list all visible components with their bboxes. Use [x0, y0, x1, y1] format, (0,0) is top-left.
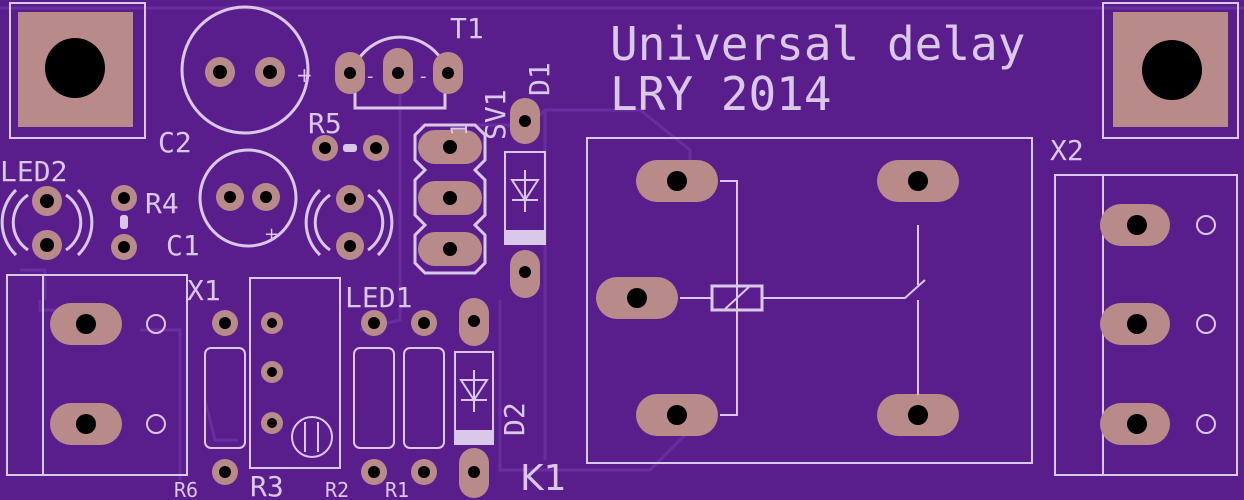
label-x1: X1 [187, 274, 221, 307]
label-r4: R4 [145, 187, 179, 220]
diode-d2 [454, 298, 494, 498]
c1-plus-mark: + [264, 224, 279, 245]
mounting-hole-left [9, 2, 146, 139]
led-led2 [0, 186, 94, 260]
resistor-r1 [403, 310, 445, 485]
terminal-x1 [6, 274, 188, 476]
resistor-r6 [204, 310, 246, 485]
resistor-r4 [111, 185, 137, 260]
board-subtitle: LRY 2014 [610, 67, 832, 121]
mounting-hole-right [1102, 2, 1239, 139]
label-r6: R6 [174, 478, 198, 500]
label-d2: D2 [498, 402, 531, 436]
capacitor-c2 [180, 5, 310, 135]
t1-minus-mark-2: - [420, 66, 427, 87]
label-r5: R5 [308, 107, 342, 140]
terminal-x2 [1054, 174, 1238, 476]
relay-k1 [586, 137, 1033, 464]
label-k1: K1 [520, 458, 567, 499]
resistor-r5 [312, 135, 389, 161]
label-t1: T1 [450, 12, 484, 45]
label-sv1: SV1 [479, 89, 512, 140]
board-title: Universal delay [610, 17, 1025, 71]
led-pair-center [304, 185, 394, 260]
sv1-pin1-mark: 1 [448, 123, 473, 136]
capacitor-c1 [198, 148, 298, 248]
trimmer-r3 [249, 277, 341, 469]
label-c1: C1 [166, 229, 200, 262]
label-r3: R3 [250, 470, 284, 500]
label-r1: R1 [385, 478, 409, 500]
transistor-t1 [335, 35, 463, 110]
label-led2: LED2 [0, 155, 67, 188]
label-d1: D1 [523, 62, 556, 96]
c2-plus-mark: + [296, 63, 313, 87]
label-r2: R2 [325, 478, 349, 500]
resistor-r2 [353, 310, 395, 485]
label-c2: C2 [158, 126, 192, 159]
diode-d1 [504, 98, 546, 298]
label-x2: X2 [1050, 134, 1084, 167]
t1-minus-mark-1: - [367, 66, 374, 87]
header-sv1 [413, 123, 487, 275]
label-led1: LED1 [345, 281, 412, 314]
